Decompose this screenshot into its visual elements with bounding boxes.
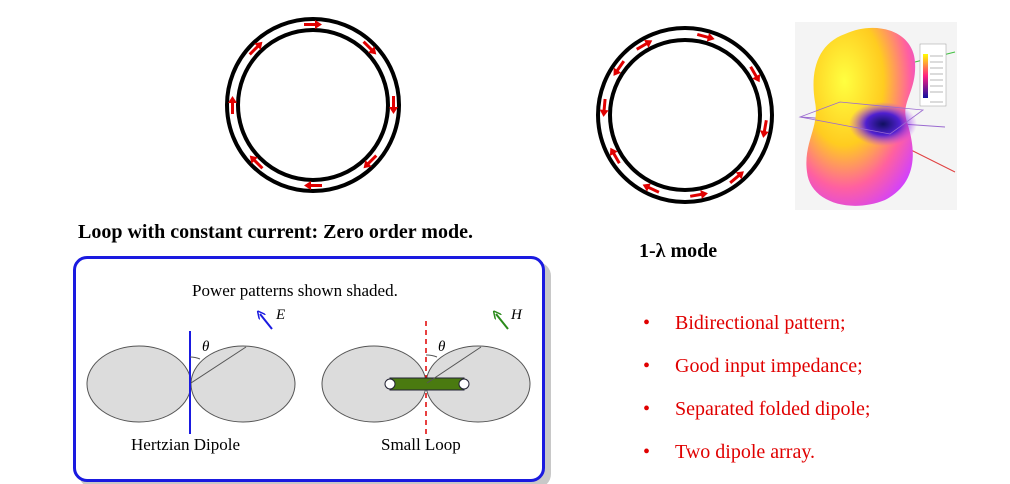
current-arrow-head <box>643 39 653 48</box>
list-item-text: Two dipole array. <box>675 441 816 463</box>
list-item-text: Good input impedance; <box>675 355 863 377</box>
current-arrow-head <box>613 67 622 76</box>
hertzian-left-lobe <box>86 345 192 423</box>
power-pattern-drawing <box>86 259 531 437</box>
current-arrow-head <box>609 147 618 157</box>
current-arrow-head <box>249 155 258 164</box>
zero-order-loop-diagram <box>225 17 401 193</box>
hertzian-right-lobe <box>190 345 296 423</box>
e-field-label: E <box>276 307 286 323</box>
current-arrow-head <box>642 183 651 192</box>
e-field-arrow <box>260 314 273 330</box>
one-lambda-loop-diagram <box>596 26 774 204</box>
hertzian-dipole-label: Hertzian Dipole <box>131 435 241 454</box>
inner-ring <box>608 38 762 192</box>
outer-ring <box>596 26 774 204</box>
bullet-marker: • <box>643 312 651 334</box>
current-arrow-head <box>706 32 715 42</box>
list-item: • Bidirectional pattern; <box>643 308 871 351</box>
zero-order-caption: Loop with constant current: Zero order m… <box>78 221 473 243</box>
small-loop-bar <box>389 377 465 391</box>
current-arrow-head <box>389 107 398 114</box>
list-item-text: Separated folded dipole; <box>675 398 871 420</box>
h-field-label: H <box>511 307 522 323</box>
list-item-text: Bidirectional pattern; <box>675 312 846 334</box>
h-field-arrow <box>496 314 509 330</box>
current-arrow-head <box>363 160 372 169</box>
mode-properties-list: • Bidirectional pattern; • Good input impe… <box>643 308 871 480</box>
hertzian-theta-label: θ <box>202 339 210 355</box>
outer-ring <box>225 17 401 193</box>
current-arrow-head <box>254 41 263 50</box>
radiation-pattern-3d-image <box>795 22 957 210</box>
current-arrow-head <box>599 109 609 117</box>
one-lambda-caption: 1-λ mode <box>639 240 718 262</box>
list-item: • Two dipole array. <box>643 437 871 480</box>
bullet-marker: • <box>643 398 651 420</box>
small-loop-label: Small Loop <box>381 435 461 454</box>
bullet-marker: • <box>643 441 651 463</box>
list-item: • Good input impedance; <box>643 351 871 394</box>
loop-theta-label: θ <box>438 339 446 355</box>
current-arrow-head <box>228 96 237 103</box>
list-item: • Separated folded dipole; <box>643 394 871 437</box>
current-arrow-head <box>752 73 761 83</box>
current-arrow-head <box>304 181 311 190</box>
bullet-marker: • <box>643 355 651 377</box>
current-arrow-head <box>700 189 708 199</box>
current-arrow-head <box>759 130 769 138</box>
current-arrow-head <box>368 46 377 55</box>
current-arrow-head <box>315 20 322 29</box>
power-patterns-title: Power patterns shown shaded. <box>192 281 398 300</box>
power-patterns-figure: Power patterns shown shaded. E H θ θ Her <box>73 256 545 482</box>
inner-ring <box>236 28 390 182</box>
current-arrow-head <box>735 171 744 180</box>
